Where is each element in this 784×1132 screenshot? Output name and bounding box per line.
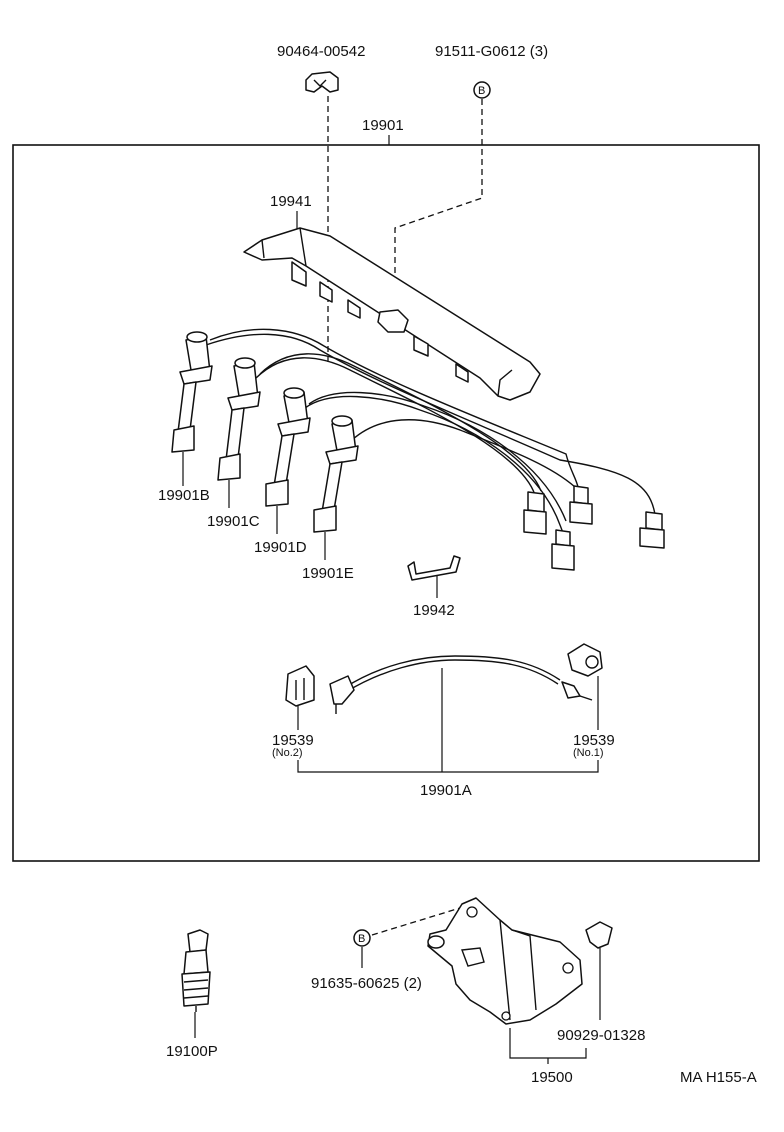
cord-d-label: 19901D <box>254 539 307 556</box>
sensor-no1-label: 19539 <box>573 732 615 749</box>
svg-text:B: B <box>358 933 365 945</box>
clamp-19942-label: 19942 <box>413 602 455 619</box>
cord-e-label: 19901E <box>302 565 354 582</box>
spark-plug-19100p <box>181 929 211 1012</box>
coil-connector-3 <box>551 529 575 571</box>
clamp-19942 <box>407 555 461 581</box>
ignition-coil-label: 19500 <box>531 1069 573 1086</box>
cord-a-label: 19901A <box>420 782 472 799</box>
svg-text:B: B <box>478 85 485 97</box>
cord-c <box>217 357 261 481</box>
coil-connector-1 <box>523 491 547 535</box>
cord-a-19901a <box>329 655 593 714</box>
spark-plug-label: 19100P <box>166 1043 218 1060</box>
cord-b-label: 19901B <box>158 487 210 504</box>
bolt-part-number-bottom: 91635-60625 (2) <box>311 975 422 992</box>
sensor-no1 <box>567 643 603 677</box>
assembly-frame <box>12 144 760 862</box>
coil-clamp-90929 <box>585 921 613 949</box>
ignition-coil-19500 <box>427 897 583 1025</box>
cord-set-label: 19901 <box>362 117 404 134</box>
bolt-marker-bottom: B <box>353 929 371 947</box>
bolt-part-number-top: 91511-G0612 (3) <box>435 43 548 60</box>
sensor-no2 <box>285 665 315 707</box>
clip-90464 <box>305 71 339 93</box>
figure-code: MA H155-A <box>680 1069 757 1086</box>
cord-cover-19941 <box>243 227 541 401</box>
sensor-no2-label: 19539 <box>272 732 314 749</box>
cord-e <box>313 415 359 533</box>
sensor-no2-note: (No.2) <box>272 747 303 759</box>
sensor-no1-note: (No.1) <box>573 747 604 759</box>
coil-clamp-part-number: 90929-01328 <box>557 1027 645 1044</box>
cord-c-label: 19901C <box>207 513 260 530</box>
cord-d <box>265 387 311 507</box>
clamp-part-number: 90464-00542 <box>277 43 365 60</box>
cord-cover-label: 19941 <box>270 193 312 210</box>
bolt-marker-top: B <box>473 81 491 99</box>
coil-connector-2 <box>569 485 593 525</box>
coil-connector-4 <box>639 511 665 549</box>
cord-b <box>171 331 213 453</box>
spark-plug-cords <box>171 328 665 571</box>
